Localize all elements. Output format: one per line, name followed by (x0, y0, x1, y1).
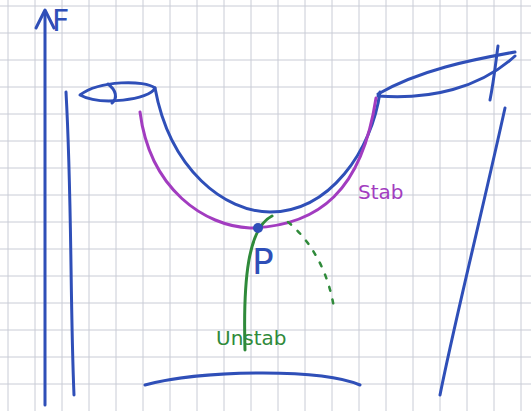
curve-label: Unstab (216, 328, 287, 348)
grid-line (0, 168, 531, 169)
grid-line (440, 0, 441, 411)
surface (36, 10, 515, 405)
grid-line (251, 0, 252, 411)
saddle-curve (155, 88, 380, 212)
bottom-edge (145, 373, 360, 385)
grid-line (0, 303, 531, 304)
grid-line (359, 0, 360, 411)
right-wall (440, 108, 505, 395)
grid-line (0, 60, 531, 61)
grid-line (0, 6, 531, 7)
grid-line (521, 0, 522, 411)
axis-arrow (36, 10, 54, 28)
grid-line (35, 0, 36, 411)
left-cap (80, 83, 155, 101)
grid-line (332, 0, 333, 411)
grid-line (0, 141, 531, 142)
curve-label: Stab (358, 182, 404, 202)
stable-path (140, 98, 376, 228)
grid-line (0, 195, 531, 196)
grid-line (0, 114, 531, 115)
grid-line (143, 0, 144, 411)
grid-line (0, 87, 531, 88)
saddle-point (253, 223, 263, 233)
grid-line (0, 357, 531, 358)
axis-label: F (52, 6, 69, 36)
grid-line (170, 0, 171, 411)
grid-line (413, 0, 414, 411)
grid-line (116, 0, 117, 411)
axis (44, 12, 47, 405)
point-label: P (252, 244, 274, 280)
left-wall (66, 92, 74, 395)
grid-line (494, 0, 495, 411)
grid-line (197, 0, 198, 411)
grid-line (89, 0, 90, 411)
grid-line (62, 0, 63, 411)
grid-line (386, 0, 387, 411)
unstable-path-dashed (288, 222, 334, 308)
grid-line (224, 0, 225, 411)
grid-line (0, 33, 531, 34)
grid-line (8, 0, 9, 411)
grid-line (278, 0, 279, 411)
grid-line (0, 384, 531, 385)
right-cap-line (490, 46, 498, 100)
left-cap-arc (108, 84, 115, 103)
